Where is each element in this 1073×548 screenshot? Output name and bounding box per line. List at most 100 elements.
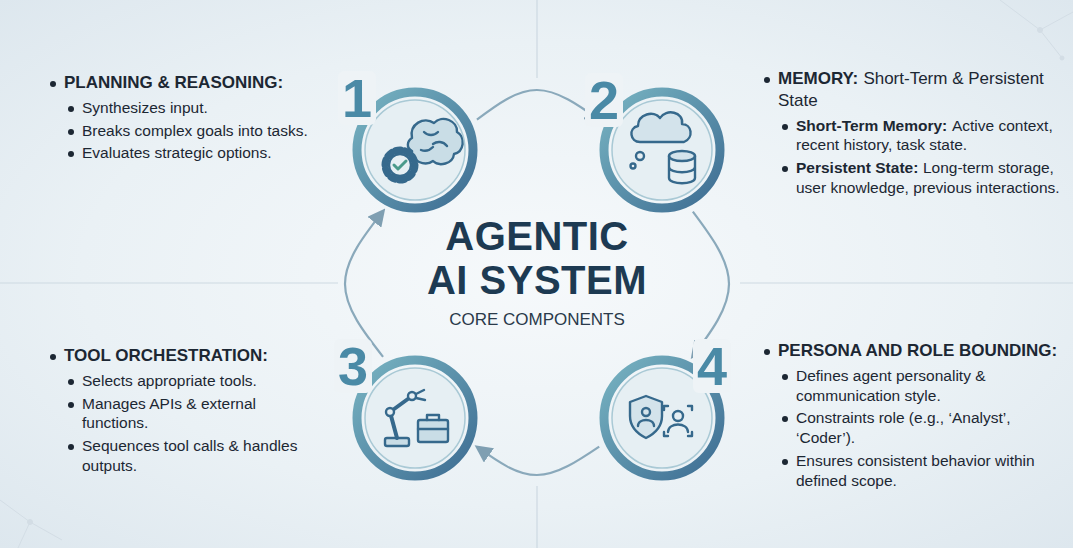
net-dot — [28, 520, 33, 525]
label-heading: PLANNING & REASONING: — [64, 73, 283, 92]
inner-ring — [612, 100, 712, 200]
bullet-dot — [782, 374, 788, 380]
arm-segments — [390, 396, 412, 438]
divider — [0, 282, 338, 283]
bubble — [636, 152, 644, 160]
diagram-title: AGENTIC AI SYSTEM — [421, 214, 653, 302]
net-line — [30, 522, 62, 540]
divider — [740, 282, 1073, 283]
label-text: Synthesizes input. — [82, 99, 208, 116]
db-top — [669, 151, 695, 161]
bullet-item: Short-Term Memory:Active context, recent… — [762, 116, 1060, 156]
component-circle: 2 — [597, 85, 727, 215]
gear-teeth — [385, 150, 415, 180]
divider — [536, 0, 537, 78]
bullet-dot — [782, 416, 788, 422]
check-mark — [394, 161, 406, 169]
inner-ring — [365, 100, 465, 200]
callout-number: 1 — [338, 71, 376, 125]
text-block: MEMORY:Short-Term & Persistent StateShor… — [762, 68, 1060, 201]
bullet-dot — [68, 106, 74, 112]
bullet-item: Sequences tool calls & handles outputs. — [48, 436, 320, 476]
flow-arrow — [478, 447, 600, 475]
component-circle: 1 — [350, 85, 480, 215]
bullet-dot — [764, 77, 770, 83]
bullet-dot — [764, 349, 770, 355]
label-heading: PERSONA AND ROLE BOUNDING: — [778, 341, 1057, 360]
memory-icon — [631, 112, 696, 183]
divider — [536, 486, 537, 548]
label-text: Defines agent personality & communicatio… — [796, 367, 986, 404]
bubble — [631, 164, 636, 169]
db-body — [669, 156, 695, 183]
flow-arrow — [693, 212, 729, 357]
gripper — [416, 390, 425, 400]
callout-number: 2 — [585, 73, 623, 127]
net-line — [1000, 0, 1040, 30]
bullet-dot — [782, 459, 788, 465]
bullet-item: Breaks complex goals into tasks. — [48, 121, 320, 141]
bullet-heading: PERSONA AND ROLE BOUNDING: — [762, 340, 1060, 362]
bullet-dot — [50, 354, 56, 360]
label-text: Breaks complex goals into tasks. — [82, 122, 308, 139]
bullet-item: Ensures consistent behavior within defin… — [762, 451, 1060, 491]
net-dot — [1038, 28, 1043, 33]
bullet-item: Synthesizes input. — [48, 98, 320, 118]
label-heading: TOOL ORCHESTRATION: — [64, 346, 268, 365]
bullet-item: Evaluates strategic options. — [48, 143, 320, 163]
disc — [365, 368, 465, 468]
inner-ring — [365, 368, 465, 468]
circle-discs — [365, 100, 712, 468]
net-line — [0, 500, 30, 522]
person-head — [673, 411, 683, 421]
bullet-dot — [50, 81, 56, 87]
toolbox-handle — [418, 415, 448, 429]
bullet-item: Selects appropriate tools. — [48, 371, 320, 391]
flow-arrow — [345, 211, 383, 357]
disc — [612, 100, 712, 200]
bullet-dot — [782, 124, 788, 130]
person-body — [668, 425, 688, 433]
label-heading: MEMORY: — [778, 69, 858, 88]
label-text: Ensures consistent behavior within defin… — [796, 452, 1035, 489]
label-text: Sequences tool calls & handles outputs. — [82, 437, 297, 474]
bullet-item: Manages APIs & external functions. — [48, 394, 320, 434]
bullet-item: Defines agent personality & communicatio… — [762, 366, 1060, 406]
persona-icon — [630, 396, 692, 438]
label-text: Selects appropriate tools. — [82, 372, 257, 389]
cloud — [631, 112, 690, 142]
callout-number: 3 — [334, 339, 372, 393]
net-line — [1040, 12, 1073, 30]
frame-corners — [664, 406, 692, 436]
disc — [365, 100, 465, 200]
bullet-dot — [68, 151, 74, 157]
toolbox — [418, 420, 448, 442]
bullet-dot — [68, 379, 74, 385]
brain-folds — [421, 132, 447, 151]
label-heading: Persistent State: — [796, 159, 918, 176]
tool-icon — [385, 390, 448, 446]
person-body — [638, 420, 654, 426]
net-dot — [1060, 56, 1064, 60]
brain-gear-icon — [385, 119, 463, 180]
callout-number: 4 — [693, 339, 731, 393]
bullet-dot — [68, 402, 74, 408]
arm-joint — [386, 408, 394, 416]
bullet-item: Persistent State:Long-term storage, user… — [762, 158, 1060, 198]
text-block: TOOL ORCHESTRATION: Selects appropriate t… — [48, 345, 320, 479]
text-block: PERSONA AND ROLE BOUNDING: Defines agent … — [762, 340, 1060, 494]
bullet-heading: MEMORY:Short-Term & Persistent State — [762, 68, 1060, 112]
arm-joint — [408, 392, 416, 400]
gear-body — [389, 154, 411, 176]
bullet-dot — [68, 444, 74, 450]
flow-arrow — [477, 90, 600, 120]
label-text: Constraints role (e.g., ‘Analyst’, ‘Code… — [796, 409, 1011, 446]
bullet-heading: PLANNING & REASONING: — [48, 72, 320, 94]
label-text: Manages APIs & external functions. — [82, 395, 256, 432]
bullet-item: Constraints role (e.g., ‘Analyst’, ‘Code… — [762, 408, 1060, 448]
person-head — [642, 408, 650, 416]
bullet-heading: TOOL ORCHESTRATION: — [48, 345, 320, 367]
